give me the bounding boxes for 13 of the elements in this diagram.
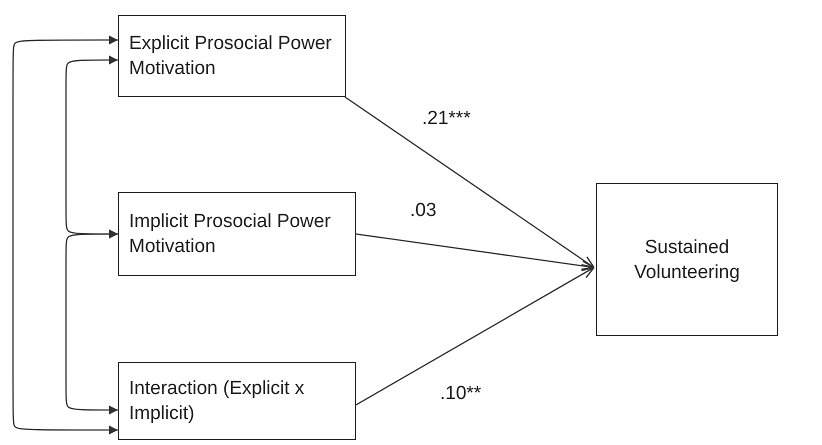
box: [118, 192, 356, 276]
arrow: [65, 230, 118, 414]
arrow: [356, 233, 595, 272]
box: [596, 183, 778, 336]
node-label: Interaction (Explicit x Implicit): [129, 377, 306, 426]
arrow: [356, 266, 595, 406]
node-label: Implicit Prosocial Power Motivation: [129, 210, 332, 259]
box: [118, 362, 356, 440]
arrow: [344, 96, 595, 268]
box: [118, 15, 346, 97]
node-label: Sustained Volunteering: [633, 236, 741, 284]
node-label: Explicit Prosocial Power Motivation: [129, 32, 333, 81]
arrow: [12, 36, 118, 434]
